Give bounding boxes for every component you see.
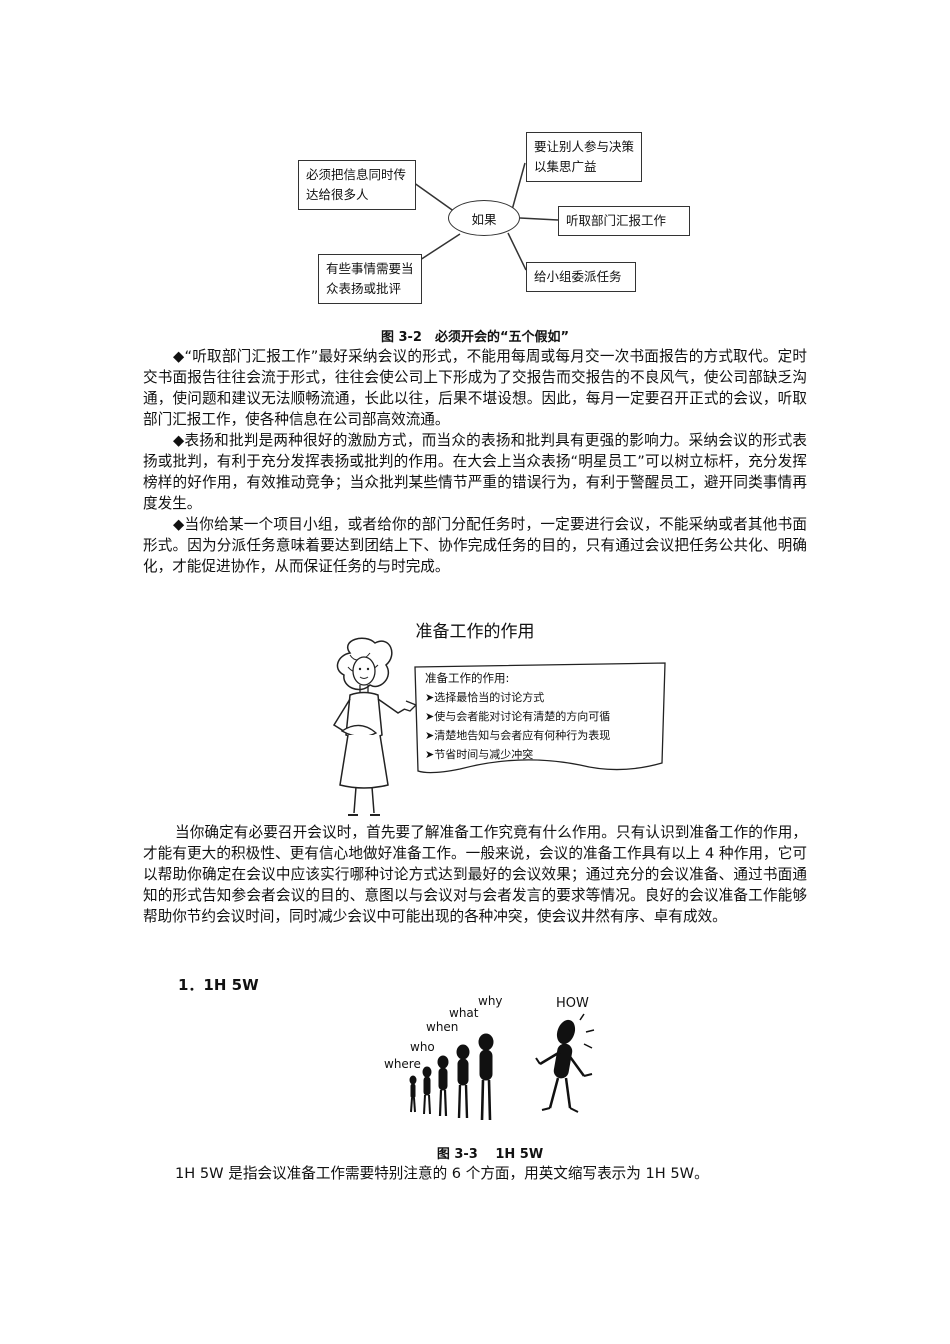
stick-figures-drawing xyxy=(409,1013,595,1121)
note-item-1: ➤选择最恰当的讨论方式 xyxy=(425,691,545,704)
mindmap-node-praise: 有些事情需要当众表扬或批评 xyxy=(318,254,422,304)
mindmap-node-participation: 要让别人参与决策以集思广益 xyxy=(526,132,642,182)
note-item-3: ➤清楚地告知与会者应有何种行为表现 xyxy=(425,729,611,742)
preparation-illustration: 准备工作的作用: ➤选择最恰当的讨论方式 ➤使与会者能对讨论有清楚的方向可循 ➤… xyxy=(320,635,670,820)
paragraph-praise: ◆表扬和批判是两种很好的激励方式，而当众的表扬和批判具有更强的影响力。采纳会议的… xyxy=(143,432,807,512)
word-what: what xyxy=(449,1006,479,1020)
word-when: when xyxy=(426,1020,459,1034)
mindmap-connectors xyxy=(409,162,559,271)
word-who: who xyxy=(410,1040,435,1054)
mindmap-center: 如果 xyxy=(448,200,520,236)
note-title: 准备工作的作用: xyxy=(425,671,510,685)
mindmap-node-assign: 给小组委派任务 xyxy=(526,262,636,292)
figure-3-3-1h5w: why what when who where HOW xyxy=(380,992,610,1142)
paragraph-report: ◆“听取部门汇报工作”最好采纳会议的形式，不能用每周或每月交一次书面报告的方式取… xyxy=(143,348,807,428)
paragraph-1h5w-intro: 1H 5W 是指会议准备工作需要特别注意的 6 个方面，用英文缩写表示为 1H … xyxy=(175,1165,709,1182)
figure-3-3-caption: 图 3-3 1H 5W xyxy=(436,1147,544,1162)
paragraph-preparation: 当你确定有必要召开会议时，首先要了解准备工作究竟有什么作用。只有认识到准备工作的… xyxy=(143,824,807,925)
figure-3-2-caption: 图 3-2 必须开会的“五个假如” xyxy=(380,330,570,345)
woman-presenter-drawing xyxy=(332,637,666,816)
figure-3-2-mindmap: 必须把信息同时传达给很多人 要让别人参与决策以集思广益 听取部门汇报工作 有些事… xyxy=(290,128,690,328)
heading-1h5w: 1．1H 5W xyxy=(178,976,259,994)
note-item-2: ➤使与会者能对讨论有清楚的方向可循 xyxy=(425,710,611,723)
word-where: where xyxy=(384,1057,421,1071)
section-title: 准备工作的作用 xyxy=(415,622,535,642)
paragraph-assign: ◆当你给某一个项目小组，或者给你的部门分配任务时，一定要进行会议，不能采纳或者其… xyxy=(143,516,807,575)
word-why: why xyxy=(478,994,503,1008)
mindmap-node-report: 听取部门汇报工作 xyxy=(558,206,690,236)
word-how: HOW xyxy=(556,996,589,1011)
mindmap-node-broadcast: 必须把信息同时传达给很多人 xyxy=(298,160,416,210)
note-item-4: ➤节省时间与减少冲突 xyxy=(425,748,534,761)
